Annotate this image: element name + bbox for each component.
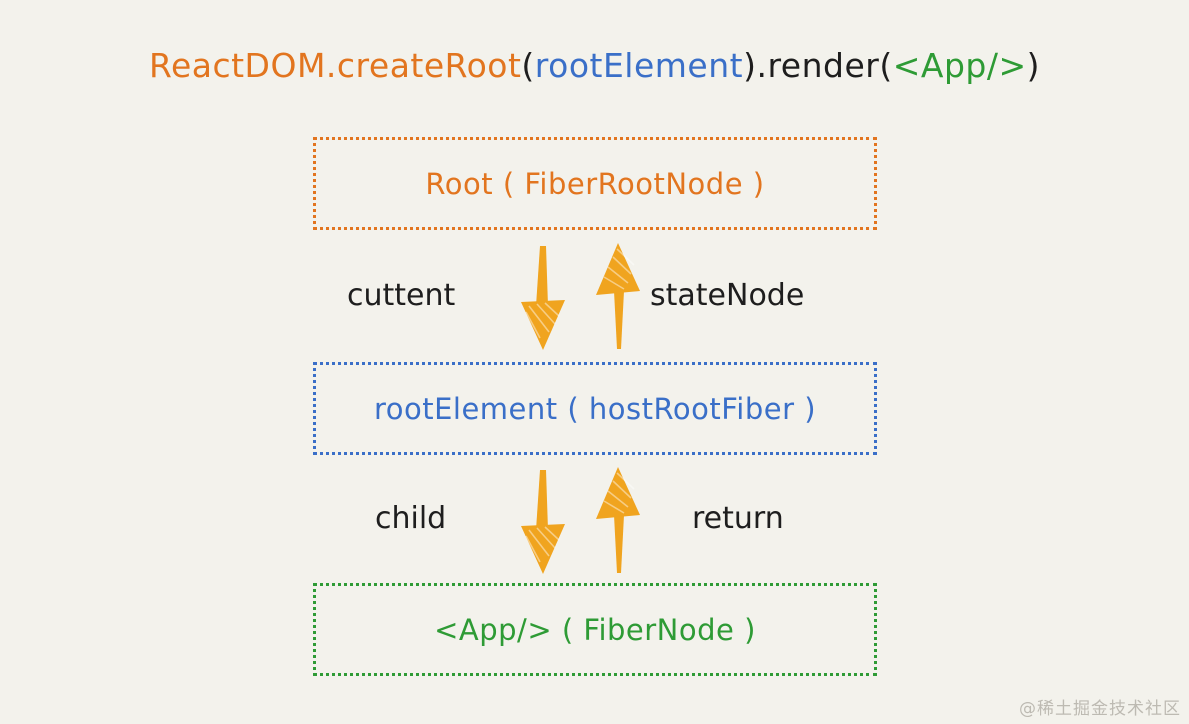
edge2-up-label: return (692, 501, 784, 536)
arrow-down-icon (520, 246, 566, 351)
node-fiber-root-node-label: Root ( FiberRootNode ) (425, 166, 765, 201)
node-fiber-node-label: <App/> ( FiberNode ) (434, 612, 756, 647)
title-segment-paren-close: ) (1026, 46, 1040, 85)
arrow-up-icon (595, 467, 641, 574)
edge1-down-label: cuttent (347, 278, 456, 313)
watermark: @稀土掘金技术社区 (1019, 699, 1181, 719)
title-segment-app: <App/> (892, 46, 1027, 85)
node-host-root-fiber: rootElement ( hostRootFiber ) (313, 362, 877, 455)
title-segment-render: ).render( (743, 46, 893, 85)
title-segment-paren-open: ( (521, 46, 535, 85)
arrow-down-icon (520, 470, 566, 575)
arrow-up-icon (595, 243, 641, 350)
node-host-root-fiber-label: rootElement ( hostRootFiber ) (373, 391, 817, 426)
edge1-up-label: stateNode (650, 278, 805, 313)
node-fiber-root-node: Root ( FiberRootNode ) (313, 137, 877, 230)
title-code-line: ReactDOM.createRoot(rootElement).render(… (0, 46, 1189, 85)
node-fiber-node: <App/> ( FiberNode ) (313, 583, 877, 676)
title-segment-createroot: ReactDOM.createRoot (149, 46, 522, 85)
edge2-down-label: child (375, 501, 447, 536)
title-segment-rootelement: rootElement (534, 46, 744, 85)
